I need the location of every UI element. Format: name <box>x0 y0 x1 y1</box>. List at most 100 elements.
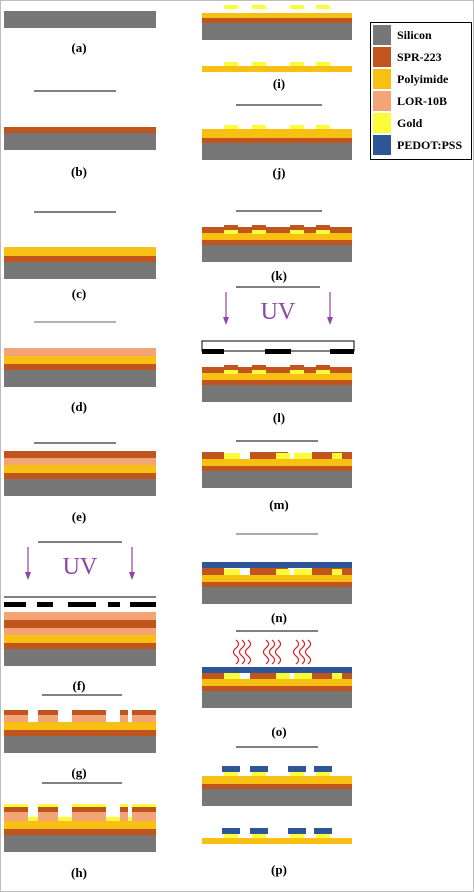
layer-polyimide <box>202 233 352 240</box>
gold-pad <box>276 569 290 575</box>
layer-polyimide <box>4 635 156 643</box>
step-label-h: (h) <box>71 865 87 880</box>
gold-pad <box>276 453 290 459</box>
gold-pad <box>332 673 342 679</box>
heat-wave-icon <box>268 639 276 665</box>
spr-pillar <box>4 807 28 812</box>
heat-wave-icon <box>262 639 270 665</box>
step-label-m: (m) <box>269 497 289 512</box>
gold-pad <box>316 125 330 129</box>
gold-pad <box>224 5 238 9</box>
step-label-e: (e) <box>71 509 87 524</box>
gold-pad <box>252 370 266 374</box>
gold-pad <box>106 817 120 821</box>
gold-pad <box>290 5 304 9</box>
layer-spr <box>202 686 352 691</box>
layer-silicon <box>202 471 352 488</box>
lor-pillar <box>72 812 106 821</box>
gold-pad <box>276 673 290 679</box>
pedot-cap <box>250 766 268 772</box>
layer-polyimide <box>202 129 352 138</box>
legend-swatch-pedot-pss <box>373 135 391 155</box>
layer-polyimide <box>4 821 156 829</box>
lor-pillar <box>38 812 58 821</box>
spr-cap <box>316 225 330 230</box>
step-label-l: (l) <box>272 410 286 425</box>
gold-pad <box>224 125 238 129</box>
step-label-f: (f) <box>72 678 86 693</box>
gold-on-pillar <box>38 804 58 807</box>
layer-silicon <box>4 11 156 28</box>
spr-pillar <box>4 710 28 715</box>
layer-polyimide <box>202 66 352 72</box>
layer-silicon <box>4 736 156 753</box>
legend-label-lor-10b: LOR-10B <box>397 94 448 108</box>
gold-pad <box>290 370 304 374</box>
layer-silicon <box>4 479 156 496</box>
gold-pad <box>224 62 238 66</box>
step-f: UV <box>4 541 156 666</box>
legend-item-polyimide: Polyimide <box>371 69 471 89</box>
lor-pillar <box>120 714 128 722</box>
layer-polyimide <box>202 776 352 784</box>
step-label-d: (d) <box>71 399 87 414</box>
layer-polyimide <box>4 465 156 473</box>
gold-pad <box>252 230 266 234</box>
gold-pad <box>290 230 304 234</box>
layer-lor <box>4 612 156 620</box>
gold-pad <box>316 230 330 234</box>
layer-spr <box>4 364 156 370</box>
gold-pad <box>224 230 238 234</box>
layer-polyimide <box>202 459 352 466</box>
layer-silicon <box>202 245 352 262</box>
pedot-cap <box>288 766 306 772</box>
gold-pad <box>316 5 330 9</box>
step-k <box>202 210 352 262</box>
step-o <box>202 630 352 708</box>
step-p <box>202 746 352 844</box>
step-label-p: (p) <box>271 862 287 877</box>
layer-spr <box>202 582 352 587</box>
legend-item-silicon: Silicon <box>371 25 471 45</box>
spr-cap <box>224 225 238 230</box>
step-label-j: (j) <box>272 165 286 180</box>
legend-swatch-silicon <box>373 25 391 45</box>
lor-pillar <box>120 812 128 821</box>
layer-spr <box>4 127 156 133</box>
layer-silicon <box>202 587 352 604</box>
step-label-n: (n) <box>271 610 287 625</box>
layer-polyimide <box>202 575 352 582</box>
legend-swatch-gold <box>373 113 391 133</box>
uv-label: UV <box>261 299 296 325</box>
layer-silicon <box>202 789 352 806</box>
pedot-cap <box>222 766 240 772</box>
gold-pad <box>252 772 266 776</box>
gold-pad <box>332 569 342 575</box>
lor-pillar <box>72 714 106 722</box>
spr-pillar <box>132 807 156 812</box>
step-label-b: (b) <box>71 164 87 179</box>
mask-segment <box>37 602 53 607</box>
layer-silicon <box>4 262 156 279</box>
gold-pad <box>290 834 304 838</box>
gold-pad <box>316 772 330 776</box>
spr-pillar <box>38 807 58 812</box>
heat-wave-icon <box>304 639 312 665</box>
step-label-a: (a) <box>71 40 87 55</box>
gold-pad <box>224 673 240 679</box>
layer-silicon <box>202 23 352 40</box>
layer-silicon <box>4 370 156 387</box>
legend-item-spr-223: SPR-223 <box>371 47 471 67</box>
layer-lor <box>4 348 156 356</box>
spr-cap <box>252 365 266 370</box>
mask-segment <box>130 602 156 607</box>
lor-pillar <box>4 812 28 821</box>
gold-pad <box>252 62 266 66</box>
spr-cap <box>252 225 266 230</box>
mask-segment <box>68 602 96 607</box>
gold-pad <box>290 772 304 776</box>
gold-pad <box>224 453 240 459</box>
layer-pedot <box>202 667 352 673</box>
heat-wave-icon <box>238 639 246 665</box>
spr-block <box>202 568 224 575</box>
